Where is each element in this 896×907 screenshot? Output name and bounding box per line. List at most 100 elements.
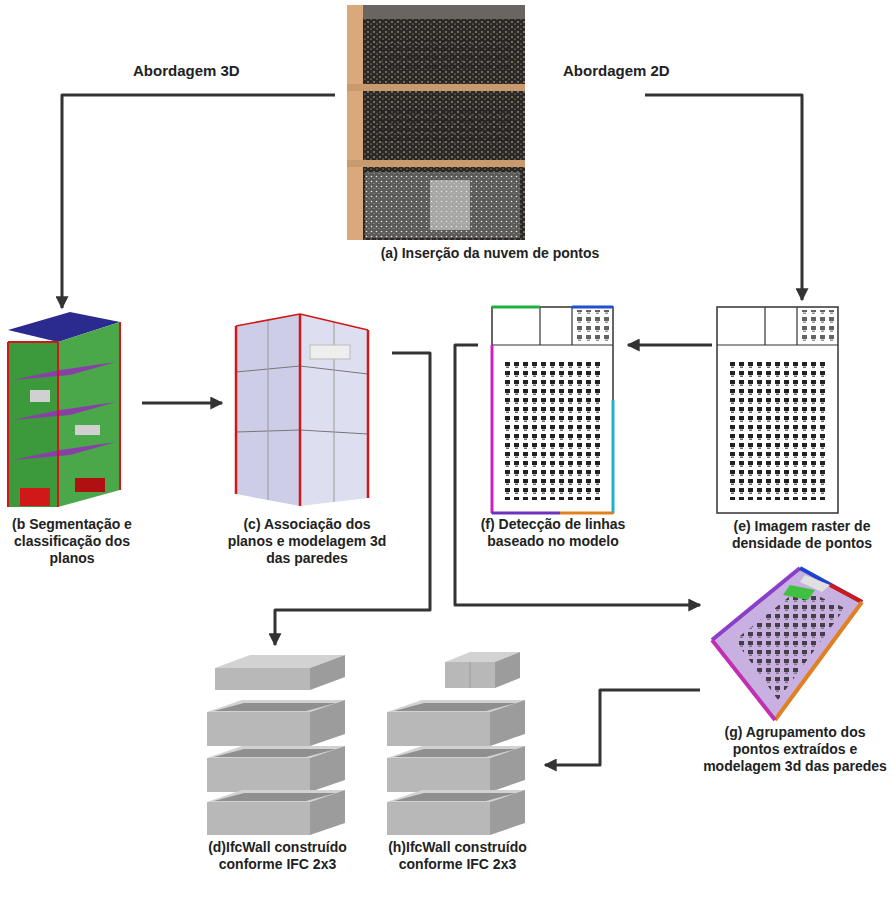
grouped-points-image-part [735, 588, 845, 700]
point-cloud-image-part [365, 172, 520, 238]
flow-arrow [455, 345, 700, 605]
point-cloud-image [347, 5, 525, 240]
segmented-building-image-part [75, 425, 100, 435]
grouped-points-image-part [800, 575, 830, 592]
point-cloud-image-part [347, 5, 363, 240]
ifcwall-model-image-part [207, 802, 310, 835]
point-cloud-image-part [380, 40, 510, 70]
segmented-building-image-part [7, 342, 9, 507]
wall-planes-image-part [310, 345, 350, 359]
segmented-building-image-part [12, 402, 116, 420]
point-cloud-image-part [347, 5, 525, 240]
step-caption: (g) Agrupamento dos pontos extraídos e m… [700, 724, 890, 775]
density-raster-image-part [730, 360, 826, 500]
illustrated-step: (f) Detecção de linhas baseado no modelo [478, 300, 628, 554]
ifcwall-model-image-part [310, 790, 345, 835]
floor-plan-lines-image-part [612, 400, 615, 513]
ifcwall-model-image-part [490, 790, 525, 835]
illustrated-step: (c) Associação dos planos e modelagem 3d… [222, 308, 392, 571]
grouped-points-image-part [712, 568, 800, 640]
density-raster-image [717, 307, 838, 513]
point-cloud-image-part [347, 84, 525, 91]
step-caption: (c) Associação dos planos e modelagem 3d… [222, 516, 392, 567]
floor-plan-lines-image-part [539, 307, 540, 345]
approach-label: Abordagem 2D [560, 62, 673, 79]
ifcwall-model-image-part [445, 662, 495, 688]
step-caption: (b Segmentação e classificação dos plano… [2, 516, 142, 567]
segmented-building-image-part [20, 488, 50, 506]
grouped-points-image-part [783, 585, 815, 600]
illustrated-step: (d)IfcWall construído conforme IFC 2x3 [190, 645, 365, 877]
floor-plan-lines-image-part [492, 344, 613, 345]
flow-arrow [645, 95, 802, 300]
step-caption: (d)IfcWall construído conforme IFC 2x3 [190, 839, 365, 873]
floor-plan-lines-image-part [491, 345, 494, 513]
density-raster-image-part [717, 344, 838, 345]
wall-planes-image [236, 314, 368, 506]
ifcwall-model-image [387, 652, 525, 835]
wall-planes-image-part [299, 314, 302, 506]
segmented-building-image-part [8, 342, 58, 507]
illustrated-step: (b Segmentação e classificação dos plano… [2, 308, 142, 571]
ifcwall-model-image-part [387, 712, 490, 746]
wall-planes-image-part [367, 330, 370, 498]
ifcwall-model-image [207, 655, 345, 835]
grouped-points-image-part [712, 568, 862, 720]
segmented-building-image-part [12, 362, 116, 380]
segmented-building-image-part [12, 442, 116, 460]
ifcwall-model-image-part [495, 652, 520, 688]
wall-planes-image-part [235, 326, 238, 494]
wall-planes-image-part [236, 314, 300, 326]
grouped-points-image-part [830, 585, 862, 602]
floor-plan-lines-image-part [575, 310, 610, 342]
point-cloud-image-part [375, 110, 515, 145]
ifcwall-model-image-part [387, 802, 490, 835]
density-raster-image-part [796, 307, 797, 345]
density-raster-image-part [717, 307, 838, 513]
floor-plan-lines-image [492, 307, 613, 513]
ifcwall-model-image-part [310, 655, 345, 690]
density-raster-image-part [800, 310, 835, 342]
wall-planes-image-part [236, 314, 300, 506]
flow-arrow [545, 690, 700, 765]
segmented-building-image [8, 312, 120, 507]
ifcwall-model-image-part [207, 712, 310, 746]
floor-plan-lines-image-part [492, 512, 560, 515]
grouped-points-image-part [712, 640, 775, 720]
ifcwall-model-image-part [470, 662, 471, 688]
ifcwall-model-image-part [215, 668, 310, 690]
floor-plan-lines-image-part [560, 512, 613, 515]
illustrated-step: (a) Inserção da nuvem de pontos [335, 5, 645, 266]
wall-planes-image-part [268, 320, 269, 500]
ifcwall-model-image-part [387, 758, 490, 792]
approach-label: Abordagem 3D [130, 62, 243, 79]
ifcwall-model-image-part [207, 758, 310, 792]
segmented-building-image-part [119, 322, 121, 490]
wall-planes-image-part [300, 314, 368, 506]
floor-plan-lines-image-part [492, 307, 613, 513]
segmented-building-image-part [8, 341, 58, 343]
floor-plan-lines-image-part [571, 307, 572, 345]
flow-arrow [275, 353, 430, 645]
flow-arrow [62, 95, 335, 308]
step-caption: (f) Detecção de linhas baseado no modelo [478, 516, 628, 550]
step-caption: (h)IfcWall construído conforme IFC 2x3 [370, 839, 545, 873]
floor-plan-lines-image-part [572, 306, 613, 309]
grouped-points-image-part [775, 602, 862, 720]
point-cloud-image-part [430, 180, 470, 230]
floor-plan-lines-image-part [492, 306, 540, 309]
floor-plan-lines-image-part [505, 360, 601, 500]
point-cloud-image-part [347, 5, 525, 19]
flow-arrow [142, 402, 222, 405]
wall-planes-image-part [300, 314, 368, 330]
step-caption: (a) Inserção da nuvem de pontos [335, 245, 645, 262]
illustrated-step: (e) Imagem raster de densidade de pontos [712, 300, 892, 556]
ifcwall-model-image-part [490, 746, 525, 792]
point-cloud-image-part [347, 160, 525, 167]
flow-arrow [628, 344, 712, 347]
density-raster-image-part [764, 307, 765, 345]
segmented-building-image-part [57, 342, 59, 507]
grouped-points-image [712, 568, 862, 720]
ifcwall-model-image-part [310, 746, 345, 792]
